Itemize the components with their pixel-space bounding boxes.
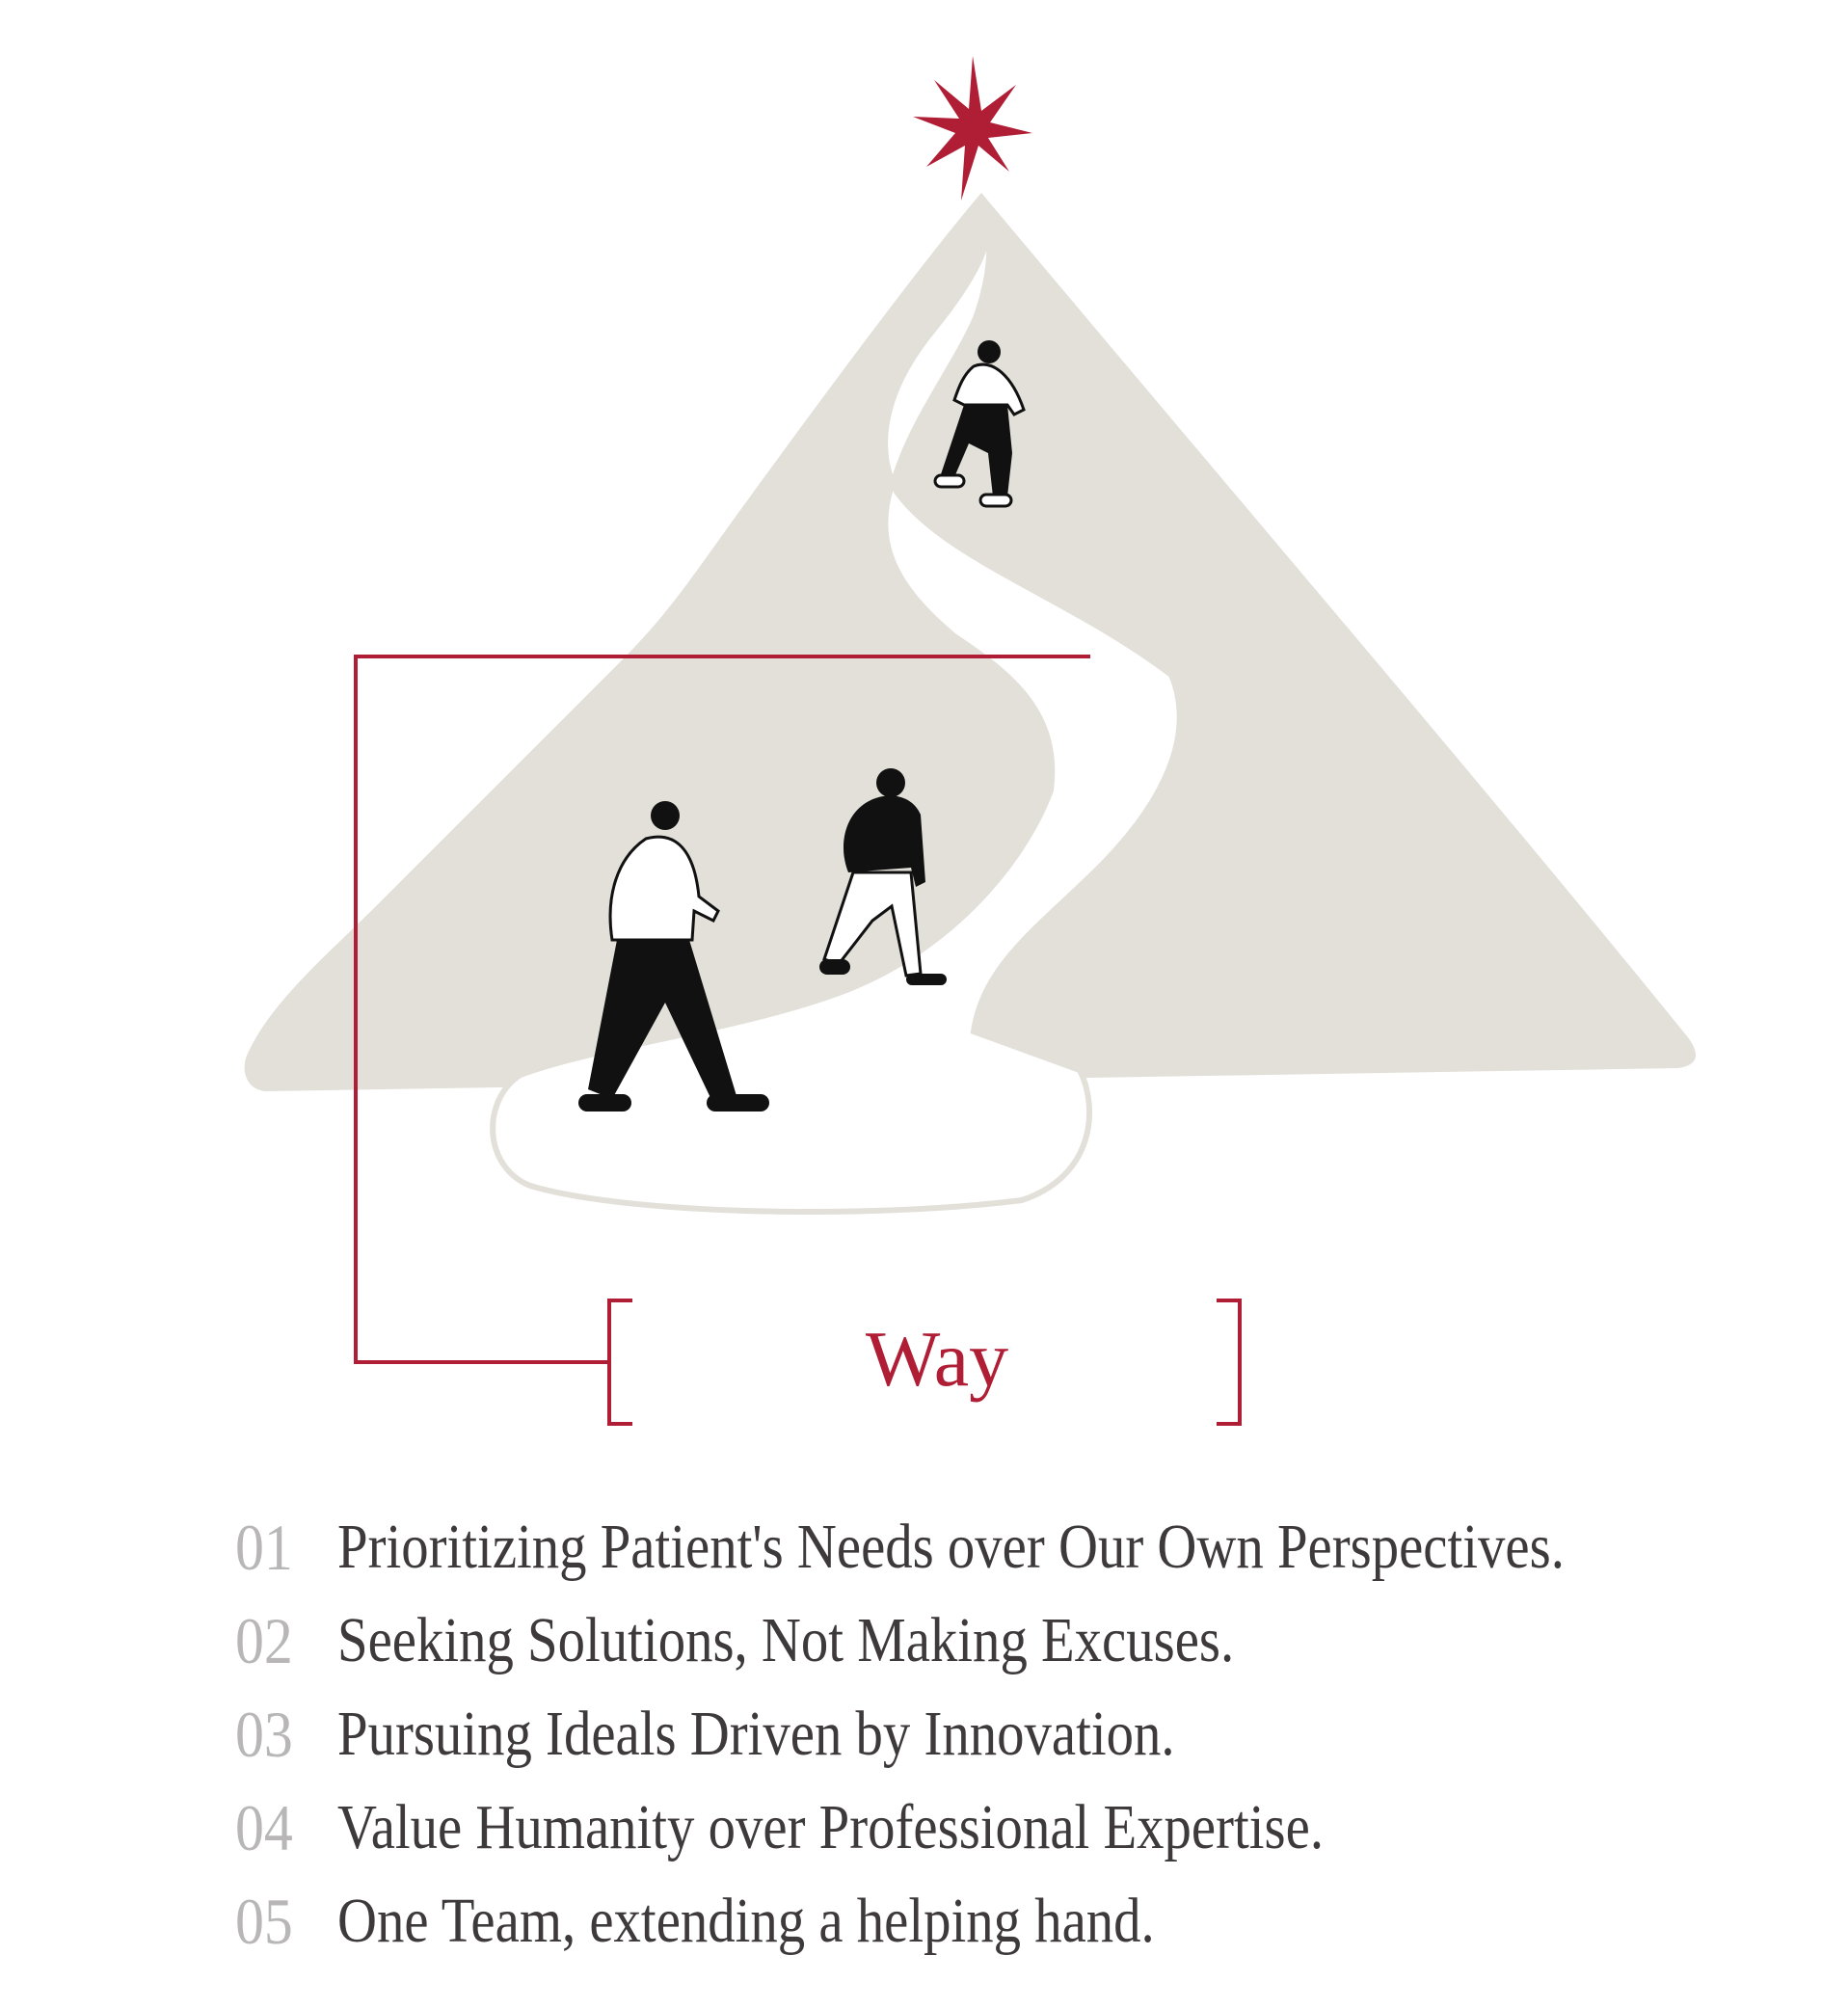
item-text: Pursuing Ideals Driven by Innovation. [337,1699,1175,1769]
climber-figure-white [578,801,769,1112]
item-number: 03 [235,1698,293,1771]
item-text: Value Humanity over Professional Experti… [337,1792,1325,1862]
item-text: Seeking Solutions, Not Making Excuses. [337,1605,1235,1675]
climber-figure-black [819,768,947,985]
item-text: One Team, extending a helping hand. [337,1886,1155,1956]
item-number: 01 [235,1511,293,1584]
item-number: 02 [235,1604,293,1677]
climber-figure-top [933,340,1026,508]
star-icon [913,56,1032,201]
bracket-connector [354,655,1242,1426]
item-number: 05 [235,1885,293,1958]
mountain-illustration [244,56,1697,1426]
item-text: Prioritizing Patient's Needs over Our Ow… [337,1512,1565,1582]
path [490,201,1183,1215]
item-number: 04 [235,1791,293,1864]
section-title: Way [865,1315,1009,1403]
